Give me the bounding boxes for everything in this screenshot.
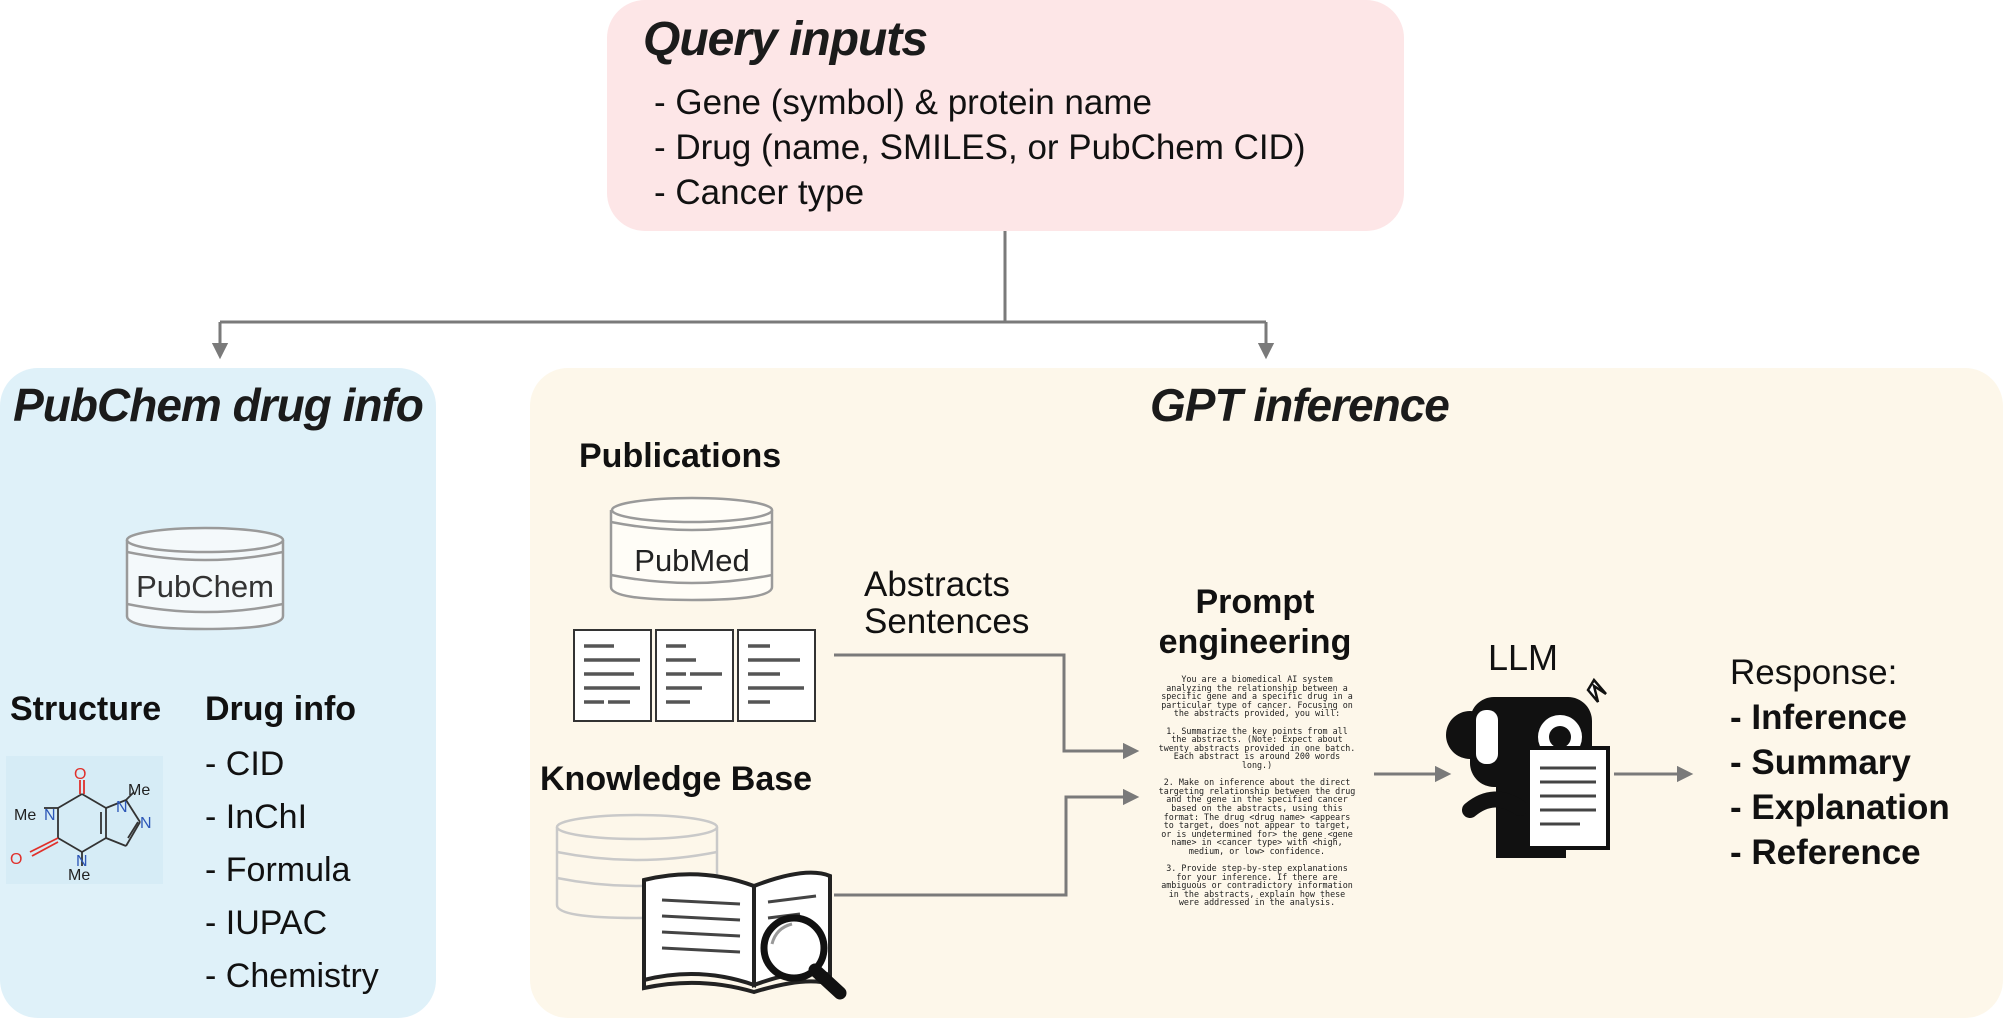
atom-me-bottom: Me bbox=[68, 867, 90, 884]
pubchem-drug-info-box bbox=[0, 368, 436, 1018]
book-search-icon bbox=[642, 870, 847, 1000]
edge-label-line: Sentences bbox=[864, 602, 1030, 641]
prompt-heading-line: Prompt bbox=[1195, 583, 1315, 621]
pubmed-database-icon bbox=[609, 496, 774, 602]
abstracts-connector bbox=[834, 653, 1140, 760]
atom-n-right: N bbox=[140, 815, 152, 832]
pubchem-section-title: PubChem drug info bbox=[13, 379, 424, 431]
pubchem-database-label: PubChem bbox=[136, 569, 274, 604]
abstracts-sentences-label: Abstracts Sentences bbox=[864, 566, 1029, 640]
structure-background bbox=[6, 756, 163, 884]
prompt-engineering-heading: Prompt engineering bbox=[1130, 582, 1380, 662]
drug-info-heading: Drug info bbox=[205, 690, 357, 728]
response-item: - Reference bbox=[1730, 833, 1921, 872]
atom-n-top-right: N bbox=[116, 799, 128, 816]
drug-info-item: - Chemistry bbox=[205, 957, 379, 995]
pubchem-database-icon bbox=[125, 526, 285, 631]
gpt-section-title: GPT inference bbox=[1150, 379, 1450, 431]
llm-robot-icon bbox=[1446, 677, 1610, 858]
edge-label-line: Abstracts bbox=[864, 565, 1010, 604]
response-item: - Inference bbox=[1730, 698, 1907, 737]
prompt-text: You are a biomedical AI system analyzing… bbox=[1158, 674, 1356, 908]
atom-n-left: N bbox=[44, 807, 56, 824]
atom-o-top: O bbox=[74, 766, 86, 783]
publications-heading: Publications bbox=[579, 437, 782, 475]
response-item: - Explanation bbox=[1730, 788, 1950, 827]
structure-heading: Structure bbox=[10, 690, 162, 728]
llm-label: LLM bbox=[1488, 637, 1559, 678]
atom-o-left: O bbox=[10, 851, 22, 868]
query-inputs-list: - Gene (symbol) & protein name - Drug (n… bbox=[654, 80, 1306, 215]
drug-structure-atoms: O Me N Me N N O N Me bbox=[10, 766, 152, 884]
drug-info-item: - InChI bbox=[205, 798, 308, 836]
query-split-connector bbox=[211, 231, 1275, 360]
response-block: Response: - Inference - Summary - Explan… bbox=[1730, 650, 1950, 875]
drug-structure-icon bbox=[29, 780, 141, 866]
atom-me-top-right: Me bbox=[128, 782, 150, 799]
knowledge-connector bbox=[834, 788, 1140, 897]
atom-n-bottom: N bbox=[76, 853, 88, 870]
drug-info-item: - Formula bbox=[205, 851, 351, 889]
query-inputs-title: Query inputs bbox=[643, 13, 928, 66]
query-input-item: - Drug (name, SMILES, or PubChem CID) bbox=[654, 128, 1306, 167]
knowledge-base-heading: Knowledge Base bbox=[540, 760, 813, 798]
query-input-item: - Cancer type bbox=[654, 173, 865, 212]
pubmed-database-label: PubMed bbox=[634, 543, 749, 578]
response-list: - Inference - Summary - Explanation - Re… bbox=[1730, 695, 1950, 875]
drug-info-item: - IUPAC bbox=[205, 904, 328, 942]
drug-info-list: - CID - InChI - Formula - IUPAC - Chemis… bbox=[205, 738, 379, 1003]
drug-info-item: - CID bbox=[205, 745, 285, 783]
query-input-item: - Gene (symbol) & protein name bbox=[654, 83, 1152, 122]
response-item: - Summary bbox=[1730, 743, 1911, 782]
prompt-heading-line: engineering bbox=[1158, 623, 1352, 661]
atom-me-left: Me bbox=[14, 807, 36, 824]
abstract-documents-icon bbox=[573, 629, 816, 722]
response-label: Response: bbox=[1730, 653, 1898, 692]
query-inputs-box bbox=[607, 0, 1404, 231]
